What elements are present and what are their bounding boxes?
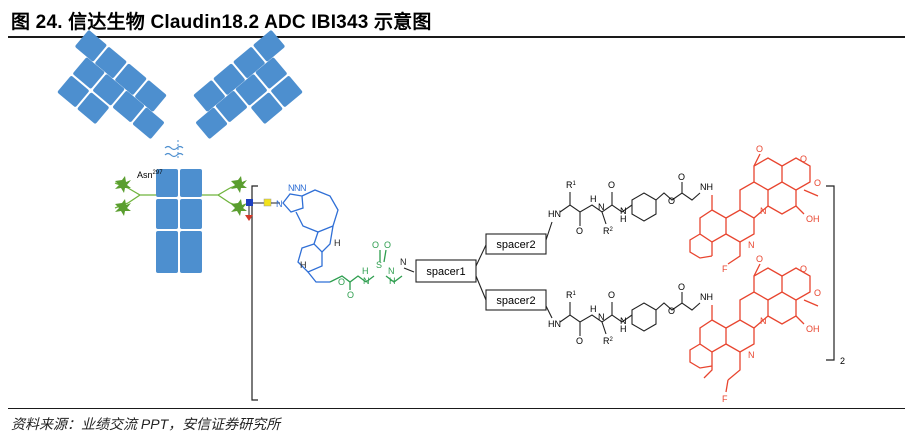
atom-o-bot1: O [576, 336, 583, 346]
atom-o-top3: O [668, 196, 675, 206]
atom-h-bot2: H [620, 324, 627, 334]
atom-hn-bottom: HN [548, 319, 561, 329]
atom-h-top2: H [620, 214, 627, 224]
atom-oh-bottom: OH [806, 324, 820, 334]
atom-o-bot3: O [668, 306, 675, 316]
linker-sugar [245, 198, 280, 221]
sulfamide-carbamate [329, 249, 403, 290]
atom-n-p4: N [748, 350, 755, 360]
atom-n6: N [388, 266, 395, 276]
atom-o-top4: O [678, 172, 685, 182]
atom-h3: H [362, 266, 369, 276]
svg-text:R1: R1 [566, 180, 577, 190]
atom-h1: H [334, 238, 341, 248]
atom-o-bot4: O [678, 282, 685, 292]
antibody-left-arm [57, 57, 164, 139]
atom-o-p5: O [800, 264, 807, 274]
atom-o-p3: O [814, 178, 821, 188]
atom-o-p1: O [756, 144, 763, 154]
atom-o-p4: O [756, 254, 763, 264]
svg-text:R1: R1 [566, 290, 577, 300]
figure-title: 图 24. 信达生物 Claudin18.2 ADC IBI343 示意图 [11, 12, 432, 33]
atom-f-top: F [722, 264, 728, 274]
right-bracket [826, 185, 835, 361]
glycan-stars [115, 176, 247, 216]
spacer-boxes: spacer1 spacer2 spacer2 [415, 221, 553, 319]
atom-nh-top: NH [700, 182, 713, 192]
atom-n2: N [294, 183, 301, 193]
atom-n-bot: N [598, 312, 605, 322]
payload-bottom [689, 263, 819, 393]
atom-n-p1: N [760, 206, 767, 216]
triazole-bicyclononyne [282, 189, 339, 283]
peptide-pab-top [559, 182, 701, 226]
atom-hn-top: HN [548, 209, 561, 219]
atom-n-bot2: N [620, 316, 627, 326]
asn-label: Asn297 [137, 170, 163, 180]
atom-n7: N [400, 257, 407, 267]
atom-h-bot: H [590, 304, 597, 314]
atom-s: S [376, 260, 382, 270]
subscript-2: 2 [840, 356, 845, 366]
payload-top [689, 153, 819, 265]
atom-o-p2: O [800, 154, 807, 164]
source-rule [8, 408, 905, 409]
left-bracket [251, 185, 258, 401]
svg-text:R2: R2 [603, 226, 614, 236]
atom-o-p6: O [814, 288, 821, 298]
atom-n-top2: N [620, 206, 627, 216]
atom-h2: H [300, 260, 307, 270]
atom-n4: N [276, 199, 283, 209]
atom-n-p2: N [748, 240, 755, 250]
atom-h4: H [389, 276, 396, 286]
atom-o-top1: O [576, 226, 583, 236]
atom-o-top2: O [608, 180, 615, 190]
atom-o4: O [384, 240, 391, 250]
atom-f-bottom: F [722, 394, 728, 404]
atom-oh-top: OH [806, 214, 820, 224]
atom-n-top: N [598, 202, 605, 212]
atom-h-top: H [590, 194, 597, 204]
atom-o-bot2: O [608, 290, 615, 300]
atom-n3: N [300, 183, 307, 193]
svg-text:R2: R2 [603, 336, 614, 346]
atom-n5: N [363, 276, 370, 286]
atom-o1: O [338, 277, 345, 287]
atom-nh-bottom: NH [700, 292, 713, 302]
antibody-fc [156, 169, 202, 273]
atom-o3: O [372, 240, 379, 250]
antibody: Asn297 [57, 30, 303, 273]
spacer2-bottom-label: spacer2 [496, 295, 535, 307]
atom-n1: N [288, 183, 295, 193]
spacer2-top-label: spacer2 [496, 239, 535, 251]
atom-o2: O [347, 290, 354, 300]
peptide-pab-bottom [559, 292, 701, 336]
title-rule [8, 36, 905, 38]
atom-n-p3: N [760, 316, 767, 326]
spacer1-label: spacer1 [426, 266, 465, 278]
source-note: 资料来源：业绩交流 PPT，安信证券研究所 [11, 416, 281, 432]
antibody-right-arm [196, 57, 303, 139]
